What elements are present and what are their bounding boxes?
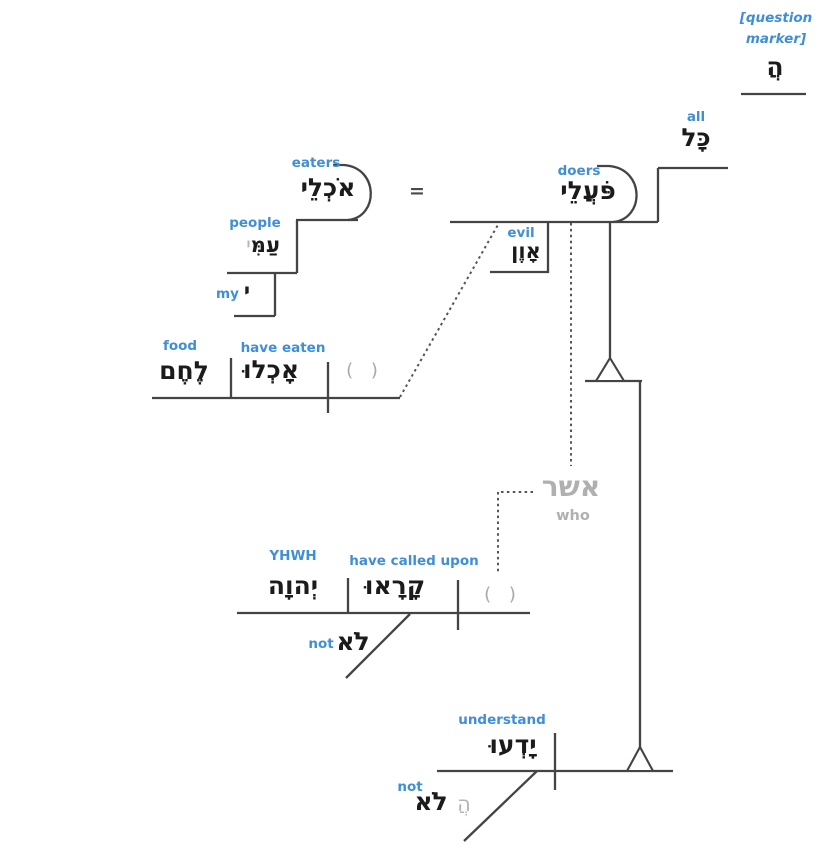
- called-not-hebrew: לֹא: [336, 627, 370, 656]
- people-suffix-ghost: י: [246, 233, 251, 257]
- doers-gloss: doers: [557, 163, 601, 179]
- understand-negation-diagonal: [463, 770, 538, 842]
- doers-hebrew: פֹּעֲלֵי: [560, 176, 616, 205]
- understand-not-gloss: not: [397, 779, 423, 795]
- yhwh-hebrew: יְהוָה: [267, 571, 319, 600]
- understand-hebrew: יָדְעוּ: [489, 730, 537, 759]
- eaters-construct-hook-icon: [333, 163, 372, 222]
- doers-construct-hook-icon: [597, 164, 638, 224]
- people-gloss: people: [229, 215, 281, 231]
- apposition-dotted-diagonal: [399, 222, 500, 398]
- understand-not-hebrew: לֹא: [414, 787, 448, 816]
- relative-pronoun-gloss: who: [556, 508, 590, 524]
- food-gloss: food: [162, 338, 198, 354]
- eaten-implied-subject: ( ): [346, 360, 384, 381]
- all-hebrew: כָּל: [681, 123, 711, 152]
- understand-question-marker-ghost: הֲ: [457, 792, 471, 816]
- people-hebrew-stem: עַמִּ: [250, 233, 280, 257]
- called-implied-subject: ( ): [484, 584, 522, 605]
- relative-pronoun-hebrew: אשר: [541, 470, 601, 503]
- yhwh-gloss: YHWH: [269, 548, 317, 564]
- evil-bracket: [490, 222, 550, 274]
- called-negation-diagonal: [345, 613, 411, 679]
- apposition-equals-sign: =: [409, 180, 425, 202]
- have-called-upon-hebrew: קָרָאוּ: [364, 571, 426, 600]
- have-called-upon-gloss: have called upon: [349, 553, 479, 569]
- people-hebrew: עַמִּי: [246, 233, 280, 257]
- food-hebrew: לֶחֶם: [159, 356, 209, 385]
- evil-hebrew: אָוֶן: [511, 239, 541, 263]
- pedestal-lower-triangle-icon: [625, 744, 655, 773]
- evil-gloss: evil: [507, 225, 535, 241]
- understand-gloss: understand: [458, 712, 546, 728]
- eaters-gloss: eaters: [291, 155, 341, 171]
- my-gloss: my: [216, 286, 239, 302]
- pedestal-upper-triangle-icon: [594, 355, 626, 383]
- question-marker-hebrew: הֲ: [766, 52, 784, 81]
- all-gloss: all: [686, 109, 706, 125]
- have-eaten-hebrew: אָכְלוּ: [242, 355, 300, 384]
- eaters-hebrew: אֹכְלֵי: [300, 173, 356, 202]
- have-eaten-gloss: have eaten: [240, 340, 326, 356]
- called-not-gloss: not: [308, 636, 334, 652]
- question-marker-label: [question marker]: [739, 10, 813, 47]
- my-hebrew: י: [243, 279, 251, 303]
